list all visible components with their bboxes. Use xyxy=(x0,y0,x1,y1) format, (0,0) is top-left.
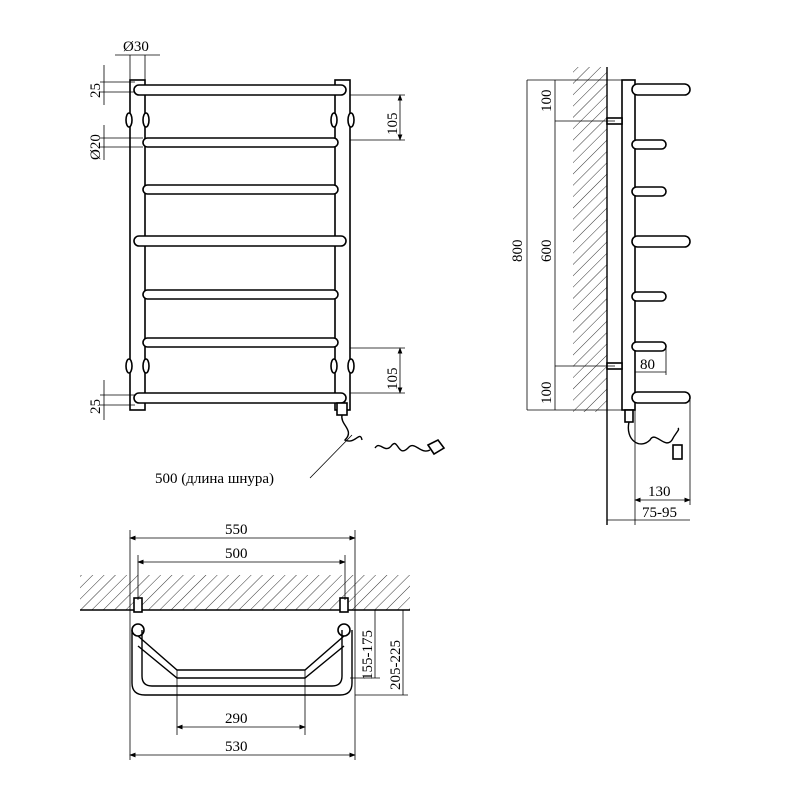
drawing-line xyxy=(631,391,691,404)
drawing-line xyxy=(142,184,339,195)
cord xyxy=(341,414,363,442)
mount-width-label: 500 xyxy=(225,546,248,562)
cord-coil xyxy=(374,442,431,452)
short-rail-depth-label: 80 xyxy=(640,357,655,373)
drawing-line xyxy=(631,235,691,248)
bottom-mount-spacing-label: 105 xyxy=(385,368,401,391)
drawing-line xyxy=(142,289,339,300)
drawing-line xyxy=(631,291,667,302)
overall-width-label: 550 xyxy=(225,522,248,538)
drawing-line xyxy=(631,186,667,197)
drawing-line xyxy=(142,137,339,148)
wall-hatch xyxy=(573,67,607,412)
wall-mounts xyxy=(125,112,355,374)
side-view: 800 100 600 100 80 130 75-95 xyxy=(510,67,691,525)
drawing-line xyxy=(330,358,338,374)
side-cord xyxy=(627,421,680,445)
long-rail-depth-label: 130 xyxy=(648,484,671,500)
bottom-offset-label: 25 xyxy=(88,399,104,414)
top-wall-hatch xyxy=(80,575,410,610)
drawing-line xyxy=(142,112,150,128)
drawing-line xyxy=(125,358,133,374)
drawing-line xyxy=(631,341,667,352)
drawing-line xyxy=(330,112,338,128)
drawing-line xyxy=(142,337,339,348)
drawing-line xyxy=(337,623,351,637)
top-offset-label: 25 xyxy=(88,83,104,98)
drawing-line xyxy=(624,409,634,423)
drawing-line xyxy=(141,630,343,687)
drawing-line xyxy=(133,597,143,613)
total-height-label: 800 xyxy=(510,240,526,263)
mount-spacing-label: 600 xyxy=(539,240,555,263)
wall-gap-label: 75-95 xyxy=(642,505,677,521)
drawing-line xyxy=(347,112,355,128)
front-view: 500 (длина шнура) Ø30 25 Ø20 25 105 105 xyxy=(88,39,446,487)
drawing-line xyxy=(133,84,347,96)
drawing-line xyxy=(631,139,667,150)
drawing-line xyxy=(133,235,347,247)
side-plug-icon xyxy=(672,444,683,460)
drawing-line xyxy=(631,83,691,96)
outer-rail xyxy=(131,630,353,696)
drawing-line xyxy=(133,392,347,404)
drawing-line xyxy=(142,358,150,374)
drawing-line xyxy=(309,434,353,479)
bottom-width-label: 530 xyxy=(225,739,248,755)
drawing-line xyxy=(137,635,345,671)
top-view: 550 500 290 530 155-175 205-225 xyxy=(80,522,410,760)
drawing-line xyxy=(339,597,349,613)
heater-plug xyxy=(336,402,348,416)
side-bottom-offset-label: 100 xyxy=(539,382,555,405)
rails xyxy=(133,84,347,404)
drawing-line xyxy=(347,358,355,374)
rail-diameter-label: Ø20 xyxy=(88,134,104,160)
drawing-line xyxy=(125,112,133,128)
plug-icon xyxy=(426,438,446,456)
cord-length-label: 500 (длина шнура) xyxy=(155,471,274,487)
inner-width-label: 290 xyxy=(225,711,248,727)
drawing-line xyxy=(137,645,345,679)
side-top-offset-label: 100 xyxy=(539,90,555,113)
depth-inner-label: 155-175 xyxy=(360,630,376,680)
depth-outer-label: 205-225 xyxy=(388,640,404,690)
top-mount-spacing-label: 105 xyxy=(385,113,401,136)
pipe-diameter-label: Ø30 xyxy=(123,39,149,55)
